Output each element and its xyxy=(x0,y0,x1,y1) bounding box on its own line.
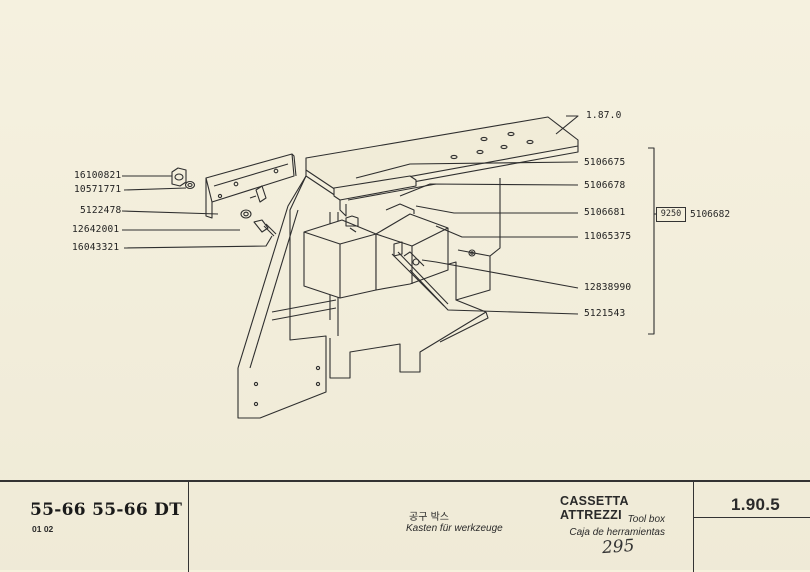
part-number-label: 5122478 xyxy=(80,205,122,216)
model-name: 55-66 55-66 DT xyxy=(30,500,183,520)
title-german: Kasten für werkzeuge xyxy=(406,523,503,534)
model-version: 01 02 xyxy=(32,524,54,534)
section-code: 1.90.5 xyxy=(731,495,781,514)
part-number-label: 5106675 xyxy=(584,157,626,168)
title-italian: CASSETTA ATTREZZI xyxy=(560,494,629,522)
reference-label: 1.87.0 xyxy=(586,110,622,121)
part-number-label: 5106681 xyxy=(584,207,626,218)
divider xyxy=(693,517,810,518)
part-number-label: 12642001 xyxy=(72,224,120,235)
title-block: 55-66 55-66 DT 01 02 CASSETTA ATTREZZI 공… xyxy=(0,480,810,572)
section-code-cell: 1.90.5 xyxy=(693,482,810,572)
assembly-number-label: 5106682 xyxy=(690,209,731,220)
exploded-diagram: 1.87.0 16100821 10571771 5122478 1264200… xyxy=(72,110,731,419)
model-cell: 55-66 55-66 DT 01 02 xyxy=(0,482,189,572)
title-spanish: Caja de herramientas xyxy=(569,527,665,538)
part-number-label: 5106678 xyxy=(584,180,626,191)
part-number-label: 16100821 xyxy=(74,170,122,181)
description-cell: CASSETTA ATTREZZI 공구 박스 Kasten für werkz… xyxy=(188,482,694,572)
part-number-label: 5121543 xyxy=(584,308,626,319)
part-number-label: 12838990 xyxy=(584,282,632,293)
toolbox-drawing xyxy=(121,115,656,419)
part-number-label: 11065375 xyxy=(584,231,632,242)
handwritten-page-number: 295 xyxy=(601,535,636,559)
title-english: Tool box xyxy=(627,514,665,525)
part-number-label: 10571771 xyxy=(74,184,122,195)
title-korean: 공구 박스 xyxy=(409,512,449,523)
group-code-box: 9250 xyxy=(656,207,686,222)
part-number-label: 16043321 xyxy=(72,242,120,253)
